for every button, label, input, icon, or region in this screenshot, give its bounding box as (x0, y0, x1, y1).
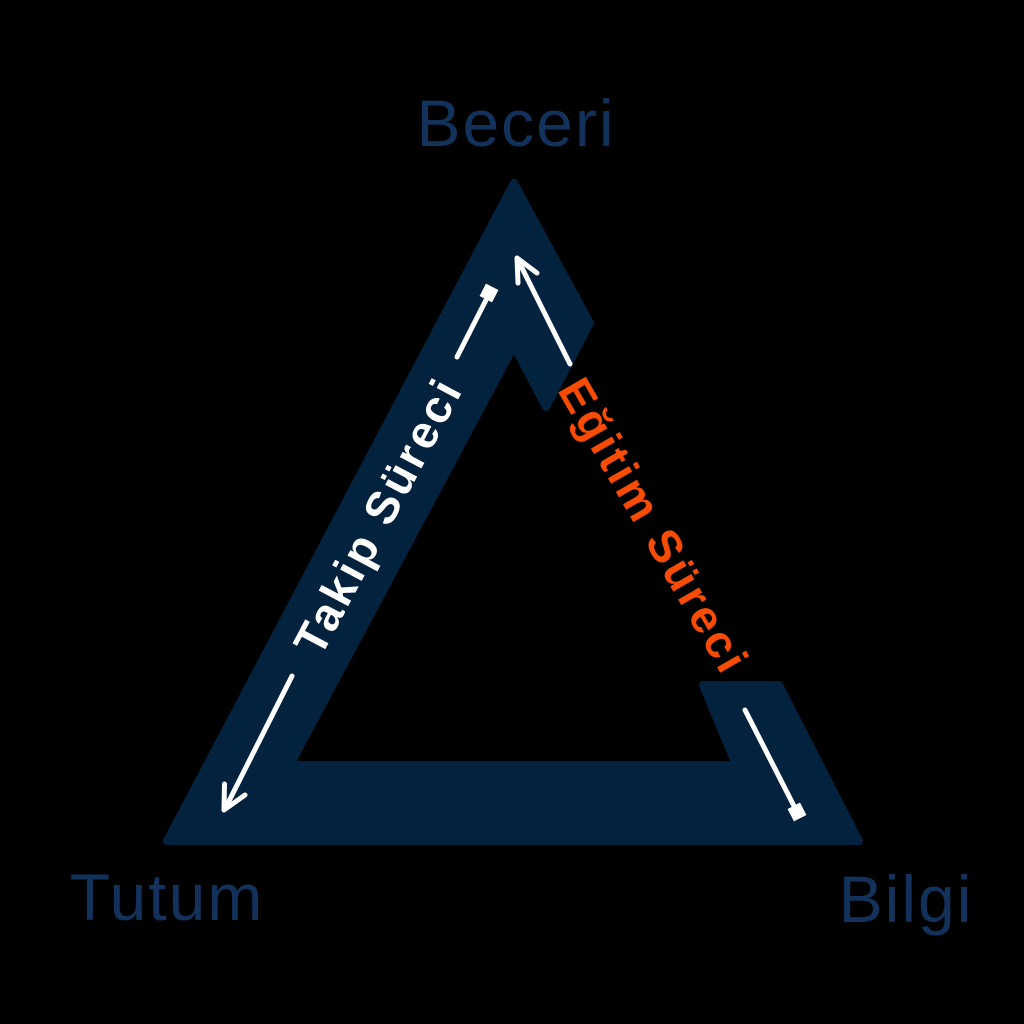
takip-arrow-line-upper (454, 297, 489, 360)
egitim-arrow (514, 255, 807, 822)
takip-arrow (221, 283, 499, 813)
corner-label-beceri: Beceri (416, 86, 615, 160)
takip-arrowhead-icon (221, 781, 248, 813)
edge-label-egitim-sureci: Eğitim Süreci (548, 369, 760, 683)
edge-label-takip-sureci: Takip Süreci (283, 369, 473, 664)
takip-arrow-start-square-icon (479, 283, 499, 303)
egitim-arrow-line-upper (517, 261, 573, 367)
egitim-arrowhead-icon (514, 255, 540, 286)
corner-label-bilgi: Bilgi (839, 862, 974, 936)
triangle-ring (163, 179, 863, 845)
egitim-arrow-line-lower (742, 707, 797, 809)
corner-label-tutum: Tutum (70, 860, 265, 934)
takip-arrow-line-lower (224, 673, 295, 808)
